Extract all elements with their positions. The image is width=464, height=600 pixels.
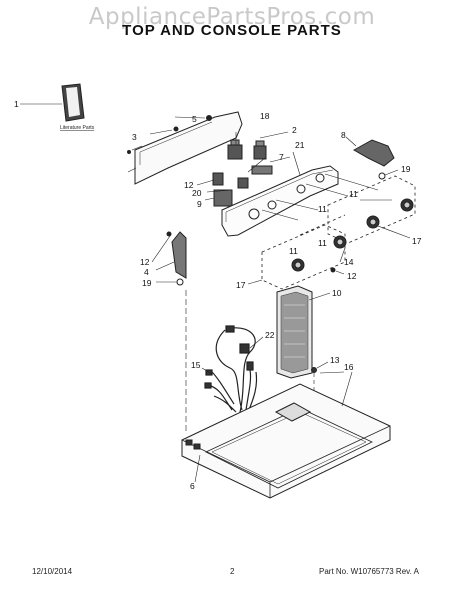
footer-date: 12/10/2014 — [32, 567, 73, 576]
callout-7: 7 — [279, 152, 284, 162]
literature-label: Literature Parts — [60, 125, 95, 131]
callout-19-b: 19 — [142, 278, 152, 288]
callout-12-b: 12 — [140, 257, 150, 267]
callout-11-b: 11 — [318, 204, 327, 214]
callout-11-a: 11 — [349, 189, 358, 199]
callout-3: 3 — [132, 132, 137, 142]
footer-page-number: 2 — [230, 567, 235, 576]
callout-20: 20 — [192, 188, 202, 198]
watermark: AppliancePartsPros.com — [88, 4, 376, 30]
callout-5: 5 — [192, 114, 197, 124]
callout-12-a: 12 — [184, 180, 194, 190]
callout-17-a: 17 — [412, 236, 422, 246]
callout-22: 22 — [265, 330, 275, 340]
callout-16: 16 — [344, 362, 354, 372]
callout-4: 4 — [144, 267, 149, 277]
lint-filter — [276, 285, 331, 379]
callout-13: 13 — [330, 355, 340, 365]
callout-8: 8 — [341, 130, 346, 140]
rear-panel — [127, 111, 243, 185]
page-title: TOP AND CONSOLE PARTS — [122, 22, 342, 39]
wire-harness — [201, 325, 264, 413]
callout-15: 15 — [191, 360, 201, 370]
callout-9: 9 — [197, 199, 202, 209]
callout-6: 6 — [190, 481, 195, 491]
footer-part-number: Part No. W10765773 Rev. A — [319, 567, 419, 576]
callout-21: 21 — [295, 140, 305, 150]
literature-booklet: Literature Parts — [20, 83, 95, 131]
left-bracket — [151, 231, 187, 432]
callout-12-c: 12 — [347, 271, 357, 281]
switch-components — [196, 131, 301, 207]
right-bracket — [345, 136, 399, 180]
callout-19-a: 19 — [401, 164, 411, 174]
callout-2: 2 — [292, 125, 297, 135]
callout-17-b: 17 — [236, 280, 246, 290]
callout-10: 10 — [332, 288, 342, 298]
knob-assemblies — [247, 173, 416, 290]
callout-14: 14 — [344, 257, 354, 267]
callout-18: 18 — [260, 111, 270, 121]
callout-11-d: 11 — [289, 246, 298, 256]
callout-labels: 1 2 3 4 5 6 7 8 9 10 11 11 11 11 12 12 1… — [14, 99, 422, 491]
callout-11-c: 11 — [318, 238, 327, 248]
top-panel — [181, 371, 391, 499]
callout-1: 1 — [14, 99, 19, 109]
